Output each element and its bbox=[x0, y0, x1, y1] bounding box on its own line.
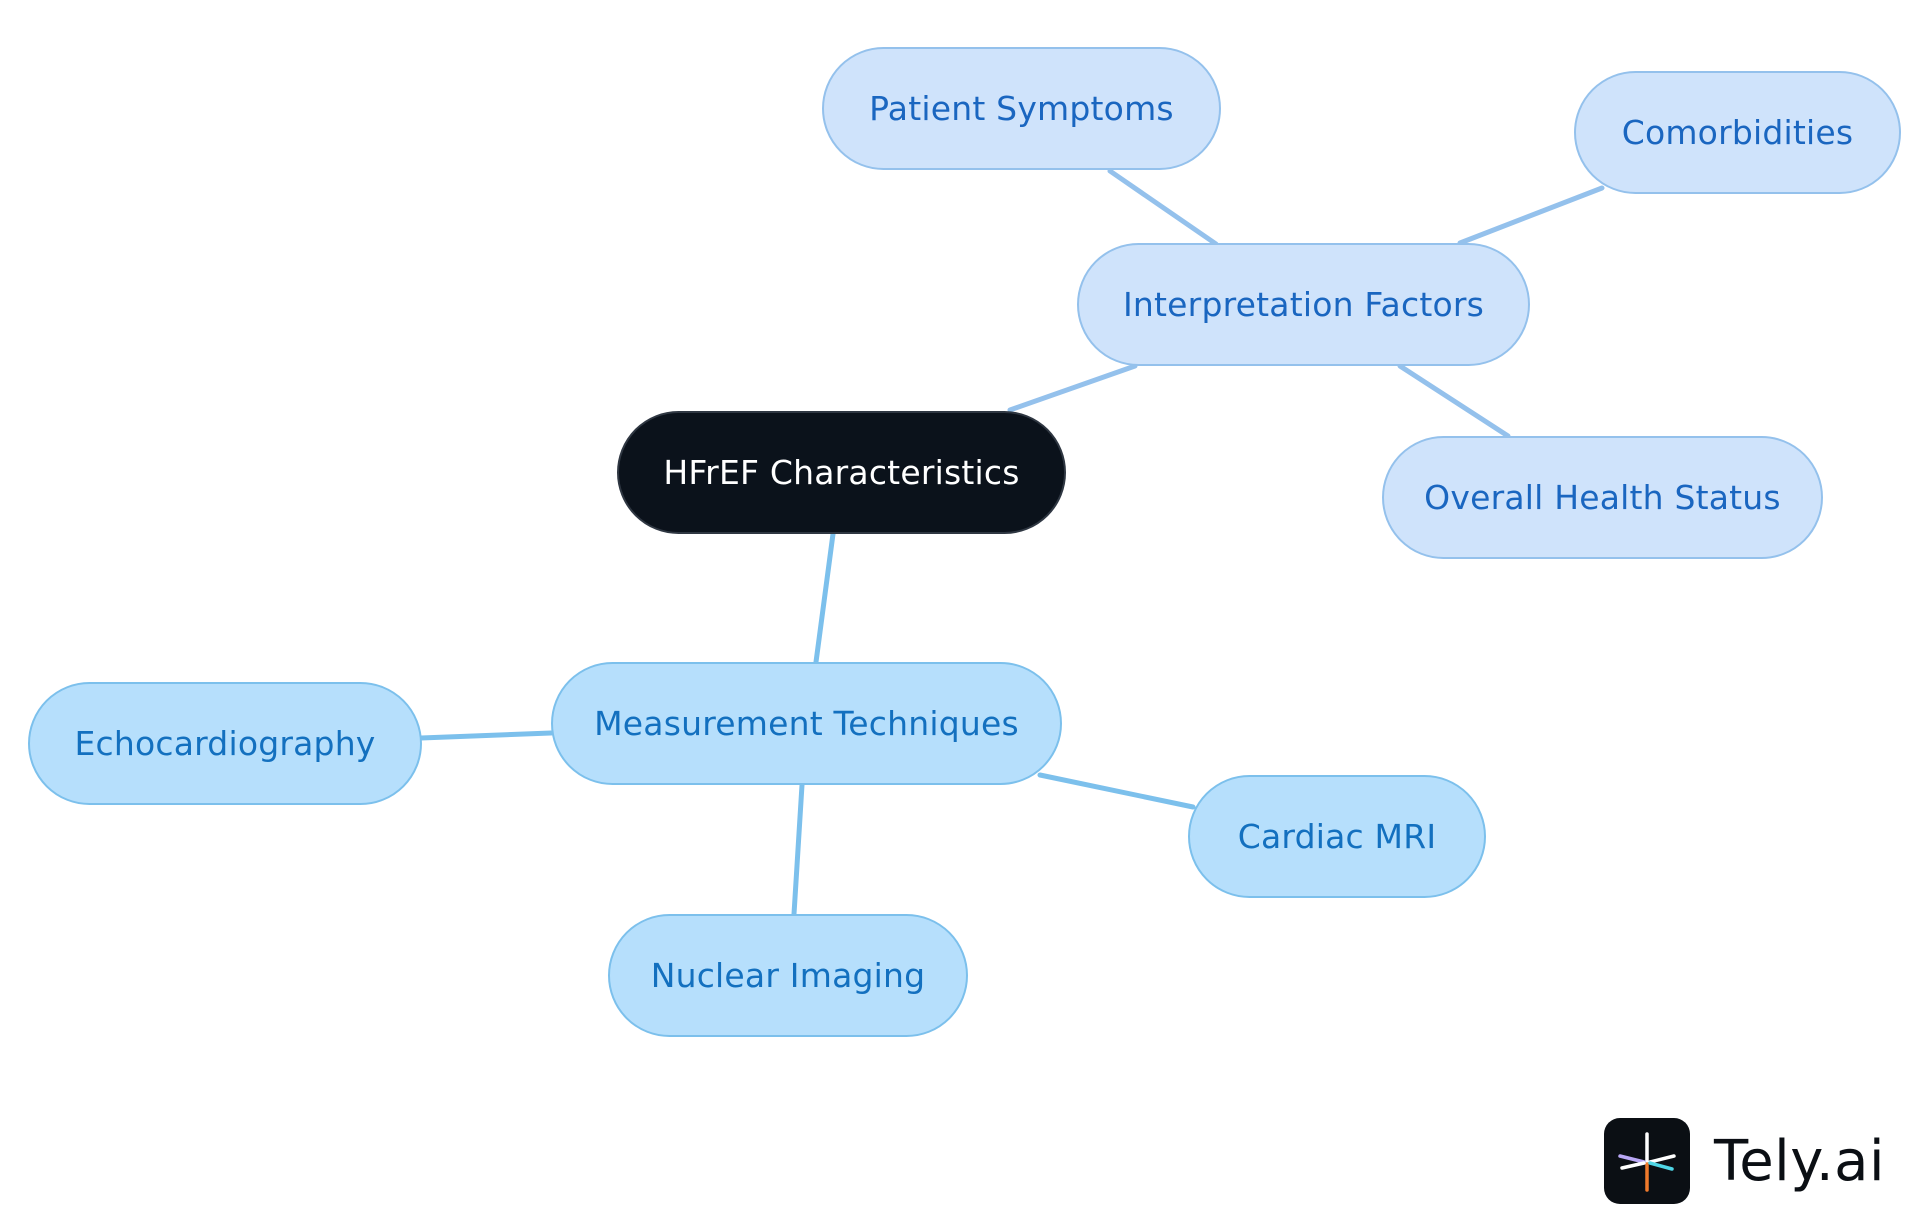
tely-logo-text: Tely.ai bbox=[1714, 1128, 1886, 1194]
branch-node-measurement-techniques: Measurement Techniques bbox=[551, 662, 1062, 785]
edge-measurement-echocardiography bbox=[418, 730, 554, 741]
branch-node-label: Measurement Techniques bbox=[594, 704, 1019, 743]
leaf-node-label: Cardiac MRI bbox=[1237, 817, 1437, 856]
leaf-node-nuclear-imaging: Nuclear Imaging bbox=[608, 914, 968, 1037]
leaf-node-comorbidities: Comorbidities bbox=[1574, 71, 1901, 194]
leaf-node-label: Comorbidities bbox=[1621, 113, 1854, 152]
edge-interpretation-overall-health bbox=[1397, 363, 1511, 439]
leaf-node-label: Overall Health Status bbox=[1424, 478, 1781, 517]
leaf-node-label: Nuclear Imaging bbox=[650, 956, 926, 995]
root-node: HFrEF Characteristics bbox=[617, 411, 1066, 534]
edge-interpretation-comorbidities bbox=[1457, 185, 1605, 246]
branch-node-interpretation-factors: Interpretation Factors bbox=[1077, 243, 1530, 366]
root-node-label: HFrEF Characteristics bbox=[663, 453, 1020, 492]
leaf-node-echocardiography: Echocardiography bbox=[28, 682, 422, 805]
edge-measurement-cardiac-mri bbox=[1037, 772, 1196, 810]
tely-logo-icon bbox=[1604, 1118, 1690, 1204]
edge-interpretation-patient-symptoms bbox=[1107, 168, 1219, 247]
leaf-node-cardiac-mri: Cardiac MRI bbox=[1188, 775, 1486, 898]
edge-root-interpretation bbox=[1007, 363, 1138, 413]
leaf-node-patient-symptoms: Patient Symptoms bbox=[822, 47, 1221, 170]
leaf-node-overall-health-status: Overall Health Status bbox=[1382, 436, 1823, 559]
leaf-node-label: Patient Symptoms bbox=[869, 89, 1174, 128]
edge-root-measurement bbox=[813, 531, 836, 665]
leaf-node-label: Echocardiography bbox=[74, 724, 376, 763]
tely-logo: Tely.ai bbox=[1604, 1118, 1885, 1204]
branch-node-label: Interpretation Factors bbox=[1122, 285, 1485, 324]
edge-measurement-nuclear-imaging bbox=[791, 782, 805, 917]
